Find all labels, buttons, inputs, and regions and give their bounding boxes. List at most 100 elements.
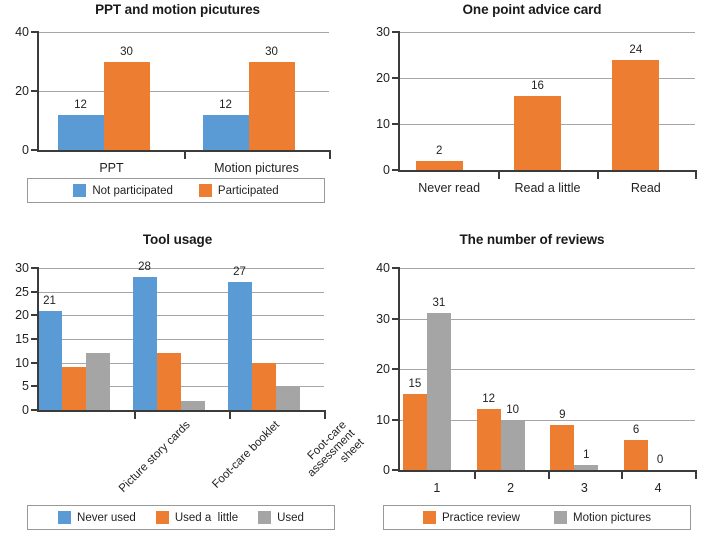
y-axis-tick-label: 15 bbox=[15, 332, 29, 346]
x-axis-tick bbox=[324, 412, 326, 419]
legend-swatch-practice-review bbox=[423, 511, 437, 524]
y-axis-tick bbox=[392, 469, 398, 471]
x-axis-tick bbox=[229, 412, 231, 419]
chart-title: PPT and motion picutures bbox=[95, 2, 260, 17]
legend-item[interactable]: Not participated bbox=[73, 184, 173, 197]
y-axis-tick bbox=[392, 123, 398, 125]
x-axis-tick-label: Foot-care booklet bbox=[209, 419, 282, 491]
bar bbox=[514, 96, 561, 170]
y-axis-tick-label: 20 bbox=[15, 308, 29, 323]
x-axis-tick bbox=[695, 172, 697, 179]
bar-value-label: 12 bbox=[74, 98, 87, 111]
y-axis bbox=[37, 31, 39, 151]
legend-item[interactable]: Used bbox=[258, 511, 304, 524]
bar-value-label: 30 bbox=[120, 45, 133, 58]
bar-value-label: 15 bbox=[408, 378, 422, 391]
y-axis-tick-label: 0 bbox=[383, 463, 390, 477]
gridline bbox=[400, 318, 695, 320]
x-axis-tick-label: 4 bbox=[654, 481, 662, 495]
y-axis-tick-label: 20 bbox=[15, 84, 29, 98]
x-axis-tick bbox=[184, 152, 186, 159]
gridline bbox=[39, 386, 324, 388]
bar bbox=[612, 59, 660, 170]
legend-label: Not participated bbox=[92, 184, 173, 197]
y-axis-tick bbox=[31, 409, 37, 411]
bar-value-label: 0 bbox=[656, 454, 664, 466]
legend: Practice review Motion pictures bbox=[383, 505, 691, 530]
x-axis bbox=[398, 470, 697, 472]
bar-value-label: 21 bbox=[43, 294, 56, 307]
legend-item[interactable]: Participated bbox=[198, 184, 279, 197]
x-axis bbox=[37, 410, 326, 412]
y-axis-tick bbox=[31, 338, 37, 340]
x-axis-tick bbox=[473, 472, 476, 479]
plot-area bbox=[37, 268, 324, 410]
x-axis-tick bbox=[547, 472, 550, 479]
x-axis-tick-label: 3 bbox=[580, 481, 588, 495]
bar-value-label: 27 bbox=[233, 266, 246, 279]
legend: Never used Used a little Used bbox=[27, 505, 335, 530]
bar-value-label: 12 bbox=[219, 98, 232, 111]
bar bbox=[476, 409, 501, 470]
y-axis-tick bbox=[392, 169, 398, 171]
gridline bbox=[39, 268, 324, 269]
x-axis-tick-label: Read a little bbox=[514, 181, 581, 195]
gridline bbox=[39, 315, 324, 317]
plot-area bbox=[39, 32, 329, 150]
chart-title: One point advice card bbox=[462, 2, 602, 17]
plot-area bbox=[400, 32, 695, 170]
bar-value-label: 16 bbox=[531, 80, 544, 93]
bar bbox=[550, 424, 575, 470]
y-axis bbox=[398, 267, 400, 471]
gridline bbox=[39, 362, 324, 364]
gridline bbox=[400, 78, 695, 79]
legend-label: Practice review bbox=[442, 511, 520, 524]
legend: Not participated Participated bbox=[27, 178, 325, 203]
bar-value-label: 1 bbox=[583, 448, 590, 461]
y-axis-tick bbox=[31, 361, 37, 364]
x-axis-tick-label: PPT bbox=[99, 161, 124, 175]
legend-item[interactable]: Motion pictures bbox=[553, 511, 651, 524]
bar-value-label: 28 bbox=[138, 261, 151, 274]
y-axis-tick bbox=[31, 90, 37, 92]
legend-swatch-used bbox=[258, 511, 272, 524]
bar bbox=[57, 114, 104, 150]
x-axis-tick-label: Read bbox=[630, 181, 661, 195]
legend-item[interactable]: Used a little bbox=[155, 511, 239, 524]
x-axis-tick bbox=[134, 412, 136, 419]
bar bbox=[202, 114, 249, 150]
bar bbox=[156, 353, 181, 410]
legend-item[interactable]: Practice review bbox=[423, 511, 520, 524]
y-axis-tick-label: 40 bbox=[376, 261, 390, 275]
x-axis bbox=[37, 150, 331, 152]
y-axis-tick-label: 0 bbox=[22, 143, 29, 157]
x-axis bbox=[398, 170, 697, 172]
legend-swatch-never-used bbox=[58, 511, 72, 524]
bar-value-label: 31 bbox=[432, 297, 446, 310]
y-axis-tick bbox=[31, 149, 37, 151]
gridline bbox=[39, 339, 324, 340]
x-axis-tick-label: 2 bbox=[507, 481, 515, 495]
legend-swatch-not-participated bbox=[73, 184, 87, 197]
y-axis-tick-label: 5 bbox=[22, 379, 29, 394]
legend-item[interactable]: Never used bbox=[58, 511, 136, 524]
gridline bbox=[39, 32, 329, 33]
y-axis-tick-label: 30 bbox=[15, 261, 29, 275]
bar bbox=[574, 464, 599, 470]
y-axis-tick bbox=[31, 31, 37, 33]
bar-value-label: 10 bbox=[506, 403, 520, 416]
bar bbox=[624, 439, 649, 470]
bar bbox=[402, 394, 427, 470]
legend-label: Used a little bbox=[174, 511, 239, 524]
bar-value-label: 6 bbox=[632, 423, 640, 436]
gridline bbox=[39, 291, 324, 293]
y-axis-tick bbox=[392, 317, 398, 320]
x-axis-tick-label: 1 bbox=[433, 481, 441, 495]
y-axis-tick bbox=[31, 267, 37, 269]
bar bbox=[248, 61, 295, 150]
x-axis-tick bbox=[621, 472, 624, 479]
